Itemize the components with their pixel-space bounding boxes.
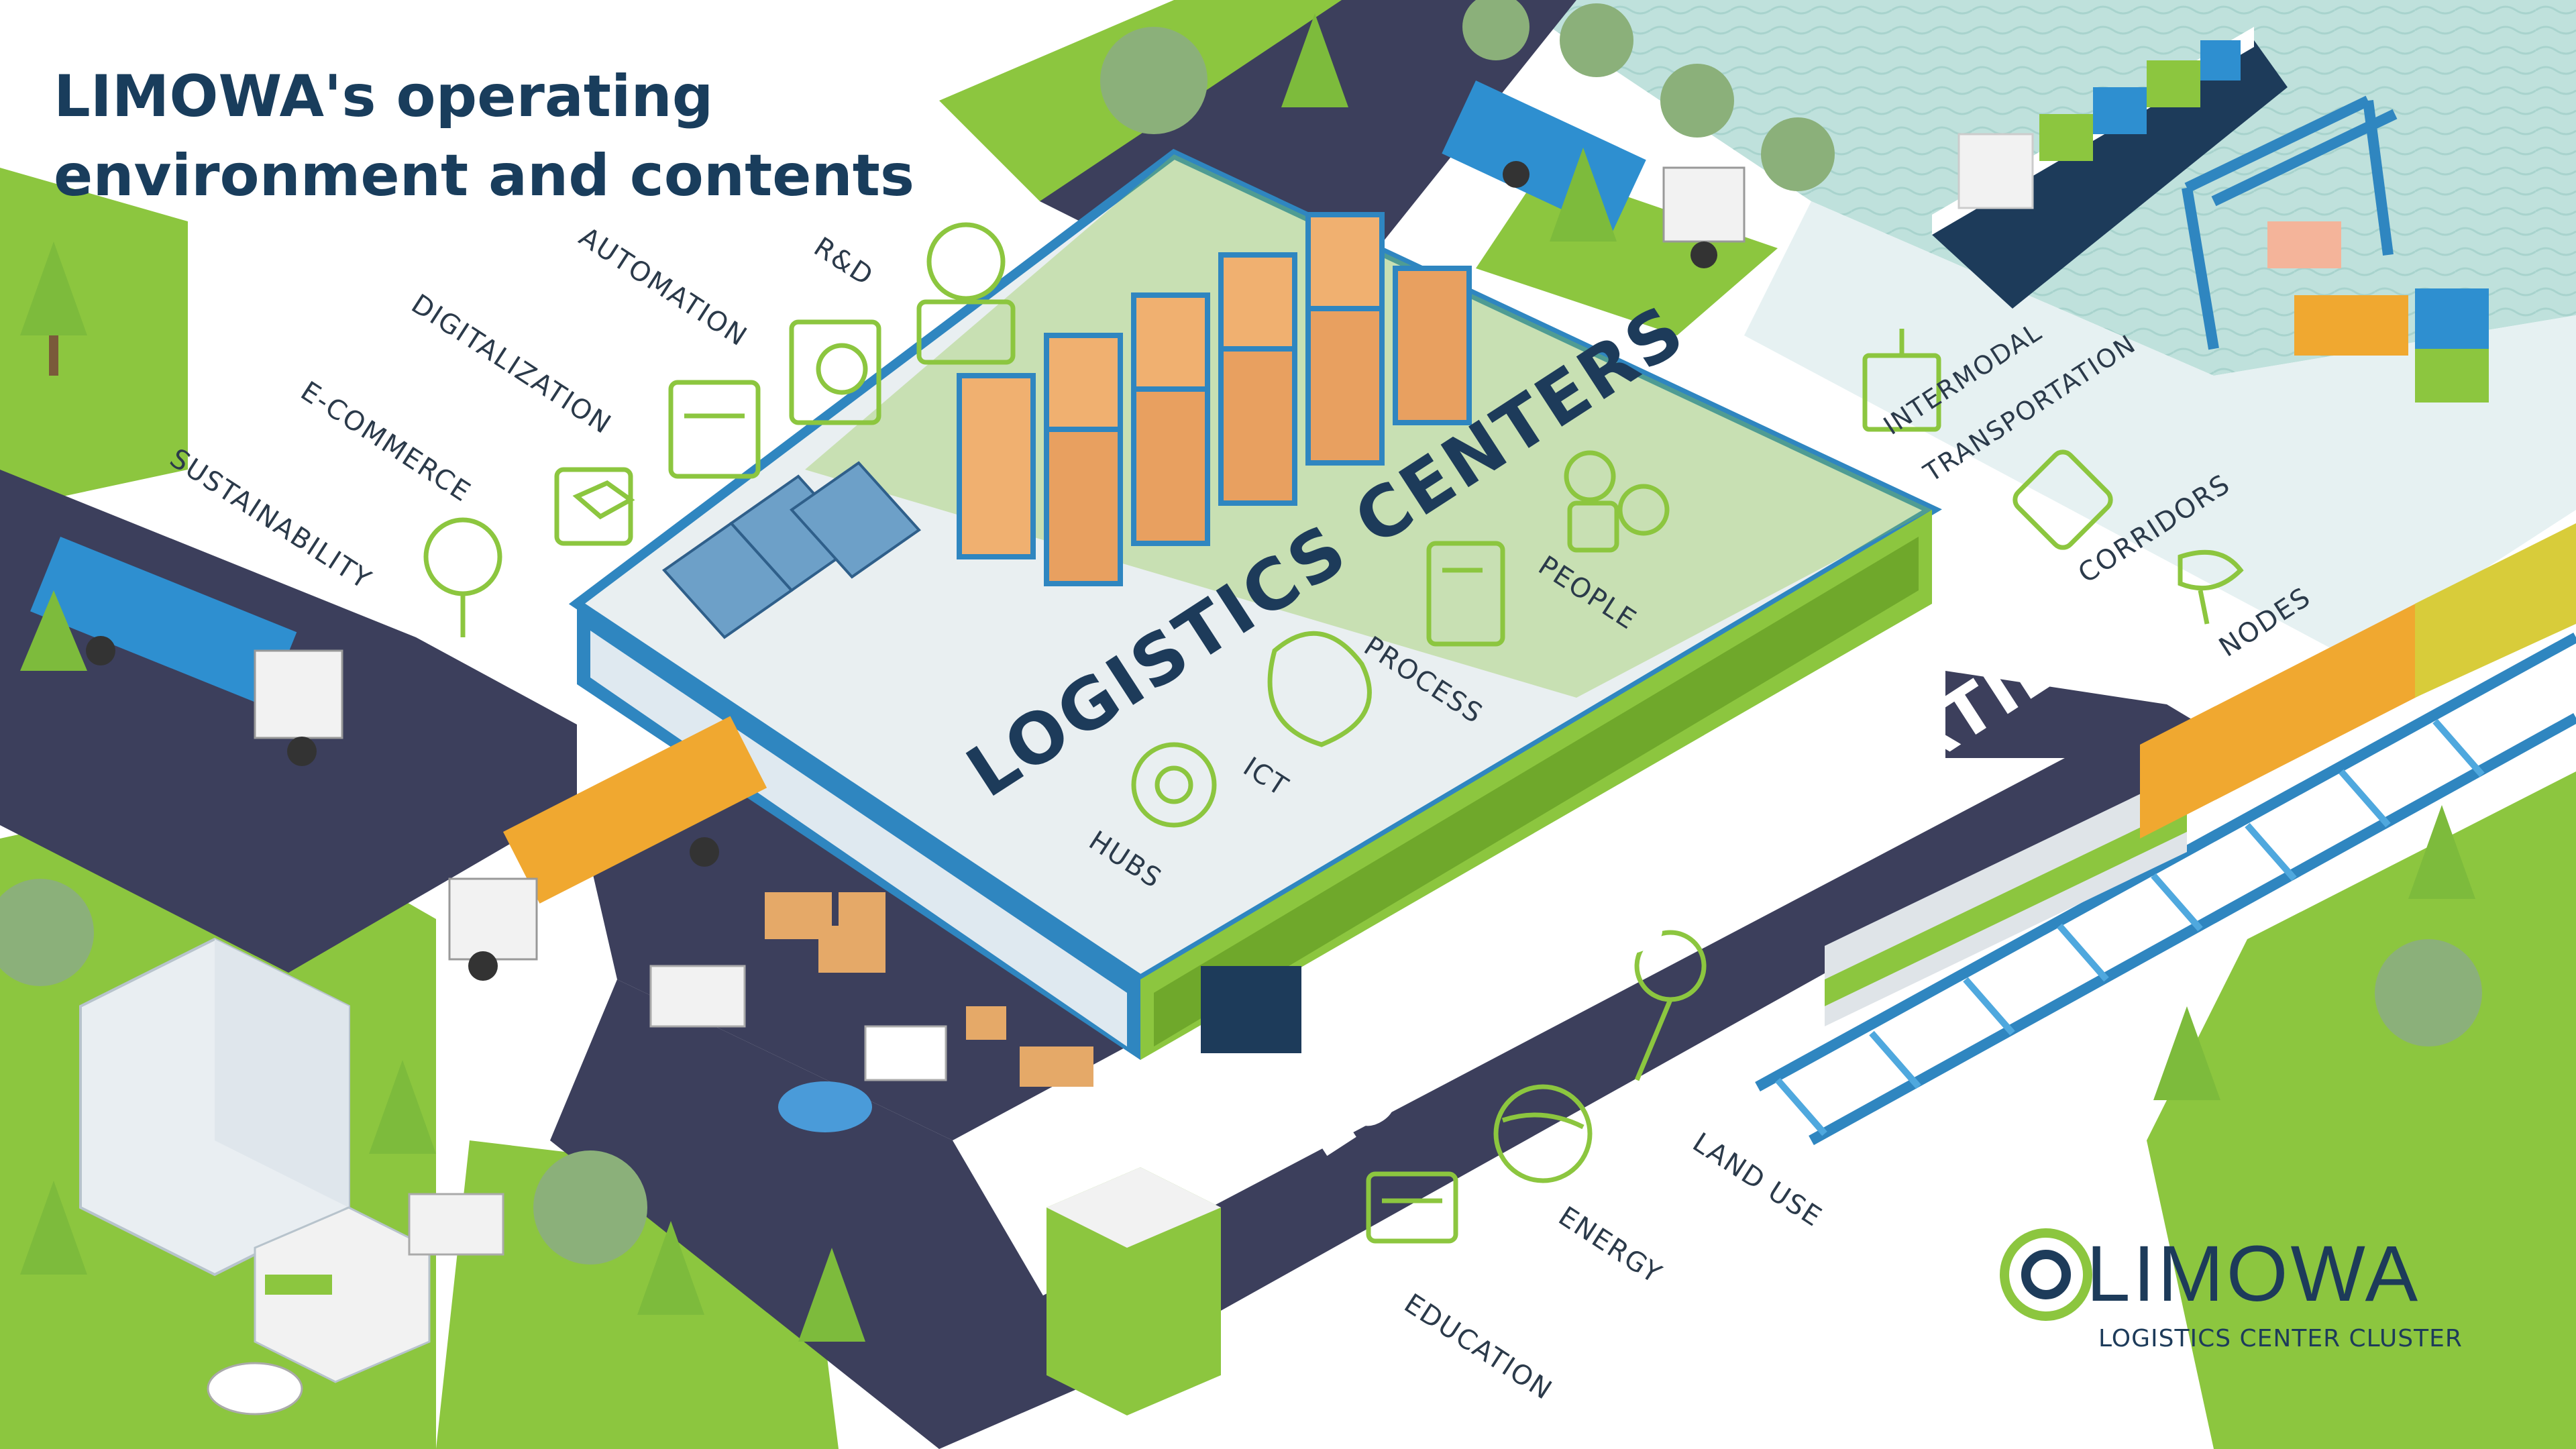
cargo-ship	[1932, 27, 2288, 309]
road-bottom	[550, 979, 1093, 1449]
chat-icon	[1366, 1171, 1458, 1244]
grass-right	[2147, 771, 2576, 1449]
screen-icon	[668, 380, 761, 479]
ict-icon	[1267, 631, 1372, 747]
gear-icon	[789, 319, 881, 425]
node-icon	[2178, 549, 2244, 625]
limowa-logo: LIMOWA LOGISTICS CENTER CLUSTER	[1986, 1228, 2496, 1362]
gantry-crane	[2182, 95, 2398, 350]
truck-left	[30, 537, 343, 766]
people-icon	[1564, 450, 1670, 553]
train	[1825, 523, 2576, 1026]
small-shop	[254, 1206, 431, 1383]
title-line-2: environment and contents	[54, 142, 915, 209]
pallet-racks	[957, 212, 1472, 586]
box-icon	[554, 467, 635, 546]
warehouse-right-wall-dark	[1154, 537, 1919, 1046]
globe-icon	[1493, 1084, 1593, 1183]
tree-icon	[423, 517, 502, 637]
railway-sleepers	[1775, 718, 2485, 1136]
title-line-1: LIMOWA's operating	[54, 63, 714, 130]
logo-icon	[2000, 1228, 2092, 1321]
grass-left-top	[0, 168, 188, 510]
parking-pallets	[765, 892, 1093, 1087]
crane-icon	[1862, 329, 1941, 432]
process-icon	[1426, 541, 1505, 647]
warehouse-door	[1201, 966, 1301, 1053]
green-house	[1046, 1167, 1221, 1415]
round-trees	[0, 0, 2482, 1265]
grass-upper-right	[1476, 168, 1778, 335]
road-right-diag	[1006, 704, 2234, 1382]
road-corner-right	[1945, 671, 2167, 758]
solar-panels	[662, 461, 921, 639]
office-building	[79, 937, 350, 1277]
vehicles	[207, 965, 947, 1415]
logo-tagline: LOGISTICS CENTER CLUSTER	[2098, 1325, 2463, 1352]
logo-wordmark: LIMOWA	[2086, 1230, 2421, 1318]
page-title: LIMOWA's operating environment and conte…	[54, 57, 914, 215]
quay-area	[1744, 201, 2576, 657]
corridor-icon	[2012, 449, 2113, 550]
pin-icon	[1634, 930, 1707, 1081]
stacked-containers	[2267, 221, 2489, 402]
railway	[1755, 632, 2576, 1146]
researcher-icon	[916, 222, 1016, 365]
trees	[20, 13, 2475, 1342]
truck-orange	[448, 716, 767, 981]
hubs-icon	[1131, 742, 1217, 828]
